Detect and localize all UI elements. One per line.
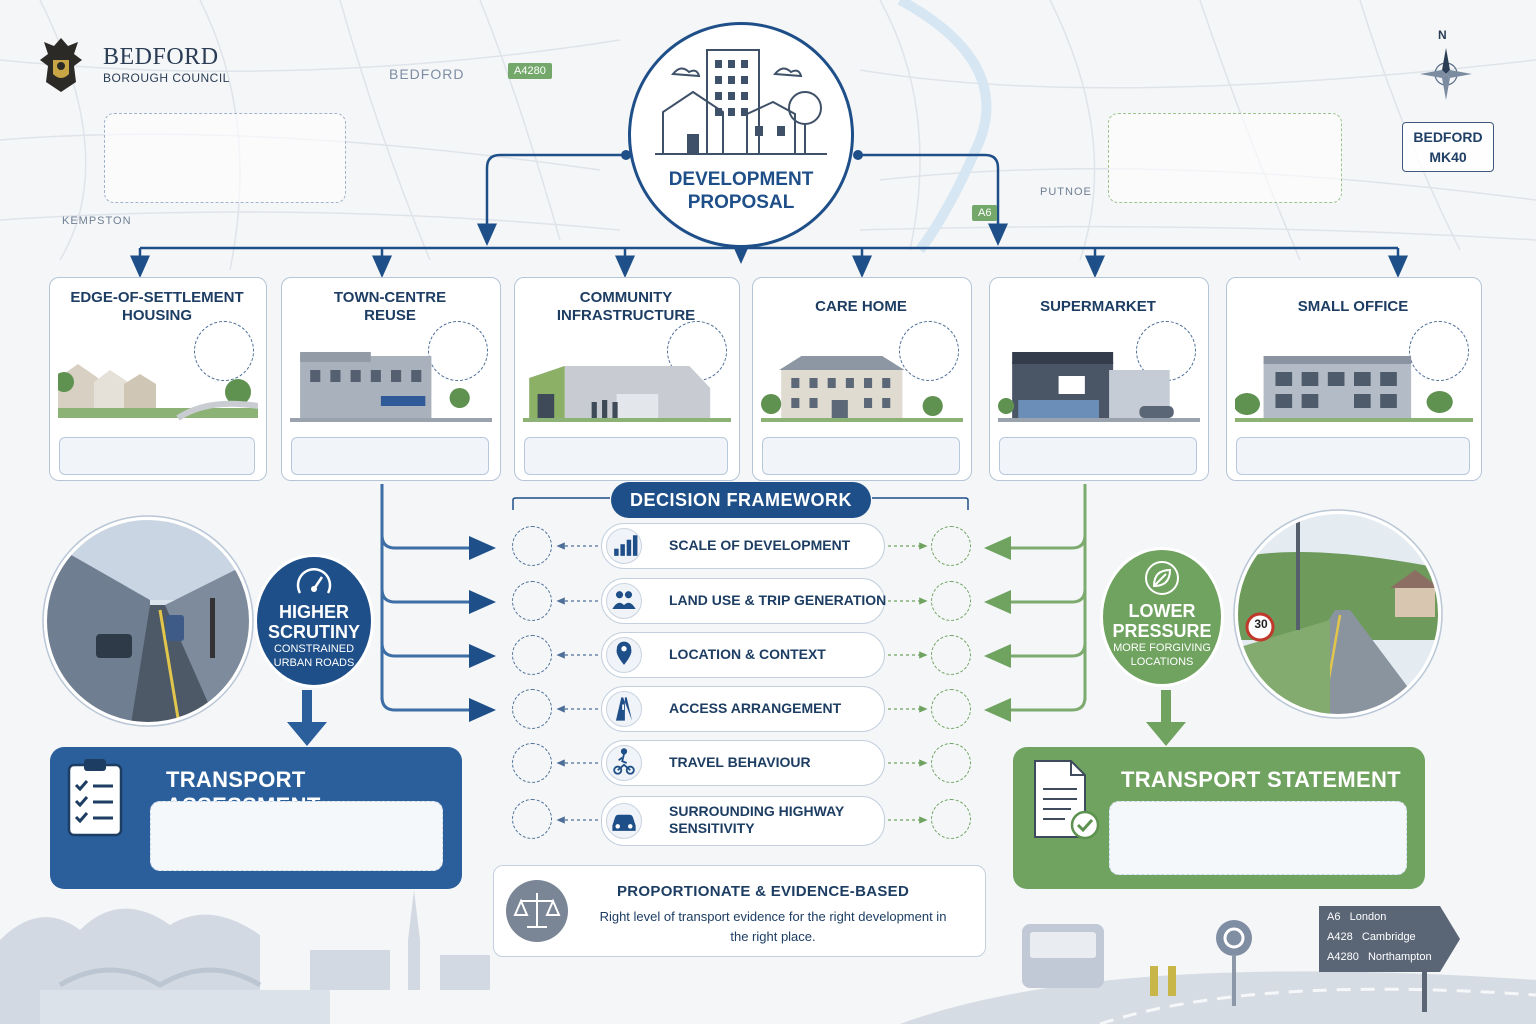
map-label-bedford: BEDFORD	[389, 66, 464, 82]
card-notes-field[interactable]	[291, 437, 489, 475]
people-icon	[606, 583, 642, 619]
scale-bar-chart-icon	[606, 528, 642, 564]
framework-left-circle[interactable]	[512, 581, 552, 621]
postcode-box: BEDFORD MK40	[1402, 122, 1494, 172]
car-icon	[606, 803, 642, 839]
card-title: SMALL OFFICE	[1227, 298, 1479, 316]
compass-north-label: N	[1438, 28, 1447, 42]
framework-right-circle[interactable]	[931, 526, 971, 566]
signpost-line: A6 London	[1327, 911, 1386, 923]
postcode-district: MK40	[1403, 147, 1493, 167]
transport-assessment-field[interactable]	[150, 801, 443, 871]
card-notes-field[interactable]	[59, 437, 255, 475]
decision-framework-title: DECISION FRAMEWORK	[611, 482, 871, 518]
framework-left-circle[interactable]	[512, 689, 552, 729]
lower-pressure-badge: LOWER PRESSURE MORE FORGIVING LOCATIONS	[1100, 547, 1224, 687]
card-illustration	[58, 348, 258, 424]
council-subtitle: BOROUGH COUNCIL	[103, 71, 230, 85]
transport-statement-title: TRANSPORT STATEMENT	[1121, 767, 1401, 793]
card-illustration	[1235, 348, 1473, 424]
postcode-town: BEDFORD	[1403, 127, 1493, 147]
card-notes-field[interactable]	[524, 437, 728, 475]
card-small-office[interactable]: SMALL OFFICE	[1226, 277, 1482, 481]
framework-right-circle[interactable]	[931, 581, 971, 621]
location-pin-icon	[606, 637, 642, 673]
road-badge-a6: A6	[972, 205, 997, 221]
framework-row-label: LAND USE & TRIP GENERATION	[669, 592, 886, 609]
scales-icon	[505, 879, 569, 943]
card-notes-field[interactable]	[762, 437, 960, 475]
speed-limit-sign: 30	[1249, 617, 1273, 631]
principle-title: PROPORTIONATE & EVIDENCE-BASED	[617, 883, 909, 900]
framework-right-circle[interactable]	[931, 743, 971, 783]
transport-statement-field[interactable]	[1109, 801, 1407, 875]
framework-row-label: TRAVEL BEHAVIOUR	[669, 754, 811, 771]
framework-right-circle[interactable]	[931, 689, 971, 729]
map-label-putnoe: PUTNOE	[1040, 186, 1092, 198]
principle-text: Right level of transport evidence for th…	[590, 907, 956, 947]
proposal-label: DEVELOPMENT PROPOSAL	[628, 168, 854, 214]
gauge-icon	[294, 567, 334, 597]
card-title: SUPERMARKET	[990, 298, 1206, 316]
signpost-line: A428 Cambridge	[1327, 931, 1416, 943]
card-illustration	[523, 348, 731, 424]
higher-scrutiny-badge: HIGHER SCRUTINY CONSTRAINED URBAN ROADS	[254, 554, 374, 688]
signpost-line: A4280 Northampton	[1327, 951, 1432, 963]
card-illustration	[998, 348, 1200, 424]
transport-assessment-panel[interactable]: TRANSPORT ASSESSMENT	[50, 747, 462, 889]
card-notes-field[interactable]	[999, 437, 1197, 475]
road-badge-a4280: A4280	[508, 63, 552, 79]
framework-right-circle[interactable]	[931, 799, 971, 839]
leaf-icon	[1144, 560, 1180, 596]
framework-left-circle[interactable]	[512, 799, 552, 839]
card-supermarket[interactable]: SUPERMARKET	[989, 277, 1209, 481]
framework-left-circle[interactable]	[512, 743, 552, 783]
map-label-kempston: KEMPSTON	[62, 215, 132, 227]
access-road-icon	[606, 691, 642, 727]
framework-row-label: SCALE OF DEVELOPMENT	[669, 537, 850, 554]
card-notes-field[interactable]	[1236, 437, 1470, 475]
framework-row-label: LOCATION & CONTEXT	[669, 646, 826, 663]
card-title: CARE HOME	[753, 298, 969, 316]
card-care-home[interactable]: CARE HOME	[752, 277, 972, 481]
framework-left-circle[interactable]	[512, 635, 552, 675]
council-name: BEDFORD	[103, 44, 219, 71]
transport-statement-panel[interactable]: TRANSPORT STATEMENT	[1013, 747, 1425, 889]
card-illustration	[290, 348, 492, 424]
card-illustration	[761, 348, 963, 424]
buildings-icon	[655, 42, 827, 160]
walk-cycle-icon	[606, 745, 642, 781]
framework-left-circle[interactable]	[512, 526, 552, 566]
placeholder-box-left[interactable]	[104, 113, 346, 203]
framework-right-circle[interactable]	[931, 635, 971, 675]
compass-rose-icon	[1420, 46, 1472, 102]
clipboard-checklist-icon	[66, 757, 124, 837]
placeholder-box-right[interactable]	[1108, 113, 1342, 203]
framework-row-label: ACCESS ARRANGEMENT	[669, 700, 841, 717]
document-check-icon	[1031, 759, 1103, 843]
council-crest-icon	[36, 36, 86, 94]
